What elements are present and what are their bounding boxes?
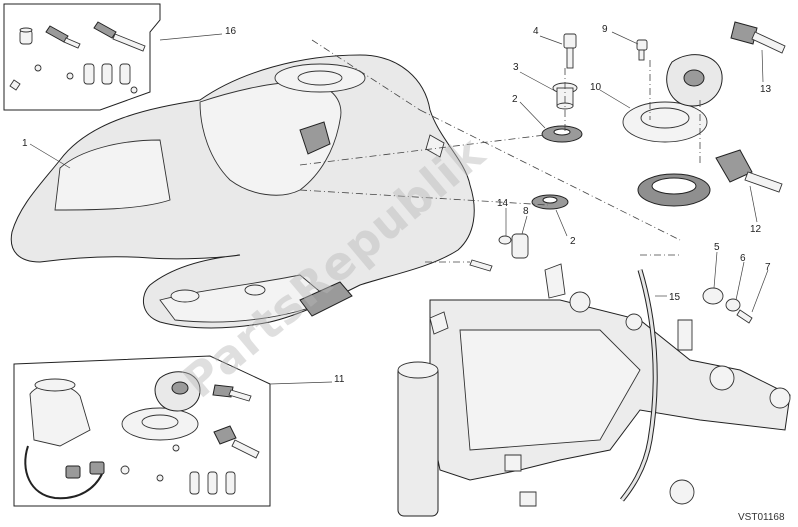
- callout-9: 9: [602, 24, 608, 35]
- key-12-part: [715, 149, 783, 193]
- grommet-2a-part: [541, 125, 583, 143]
- screw-4-part: [563, 33, 577, 69]
- assembly-lines: [299, 39, 701, 263]
- inset-box-11: [13, 355, 271, 507]
- bush-8-part: [511, 233, 529, 259]
- bush-5-part: [702, 287, 724, 305]
- callout-10: 10: [590, 82, 602, 93]
- callout-12: 12: [750, 224, 762, 235]
- callout-1: 1: [22, 138, 28, 149]
- breather-hose-part: [620, 269, 658, 502]
- reference-code: VST01168: [738, 512, 785, 523]
- callout-11: 11: [334, 374, 345, 385]
- filler-gasket-part: [637, 173, 711, 207]
- grommet-2b-part: [531, 194, 569, 210]
- inset-box-16: [3, 3, 161, 111]
- callout-15: 15: [669, 292, 681, 303]
- bolt-left-part: [469, 259, 493, 272]
- key-13-part: [730, 21, 786, 54]
- callout-16: 16: [225, 26, 237, 37]
- washer-6-part: [725, 298, 741, 312]
- filler-cap-part: [622, 54, 723, 143]
- callout-13: 13: [760, 84, 772, 95]
- screw-7-part: [736, 309, 753, 324]
- leader-lines: [29, 31, 769, 385]
- callout-5: 5: [714, 242, 720, 253]
- bush-14-part: [498, 235, 512, 245]
- callout-2a: 2: [512, 94, 518, 105]
- fuel-tank-part: [10, 54, 475, 329]
- callout-6: 6: [740, 253, 746, 264]
- callout-2b: 2: [570, 236, 576, 247]
- screw-9-part: [636, 39, 648, 61]
- callout-14: 14: [497, 198, 509, 209]
- inset16-key-set-icon: [9, 21, 146, 94]
- callout-labels: 1 2 2 3 4 5 6 7 8 9 10 11 12 13 14 15 16: [22, 24, 772, 385]
- callout-4: 4: [533, 26, 539, 37]
- callout-3: 3: [513, 62, 519, 73]
- inset11-lock-set-icon: [24, 371, 260, 500]
- callout-8: 8: [523, 206, 529, 217]
- frame-part: [397, 263, 791, 517]
- callout-7: 7: [765, 262, 771, 273]
